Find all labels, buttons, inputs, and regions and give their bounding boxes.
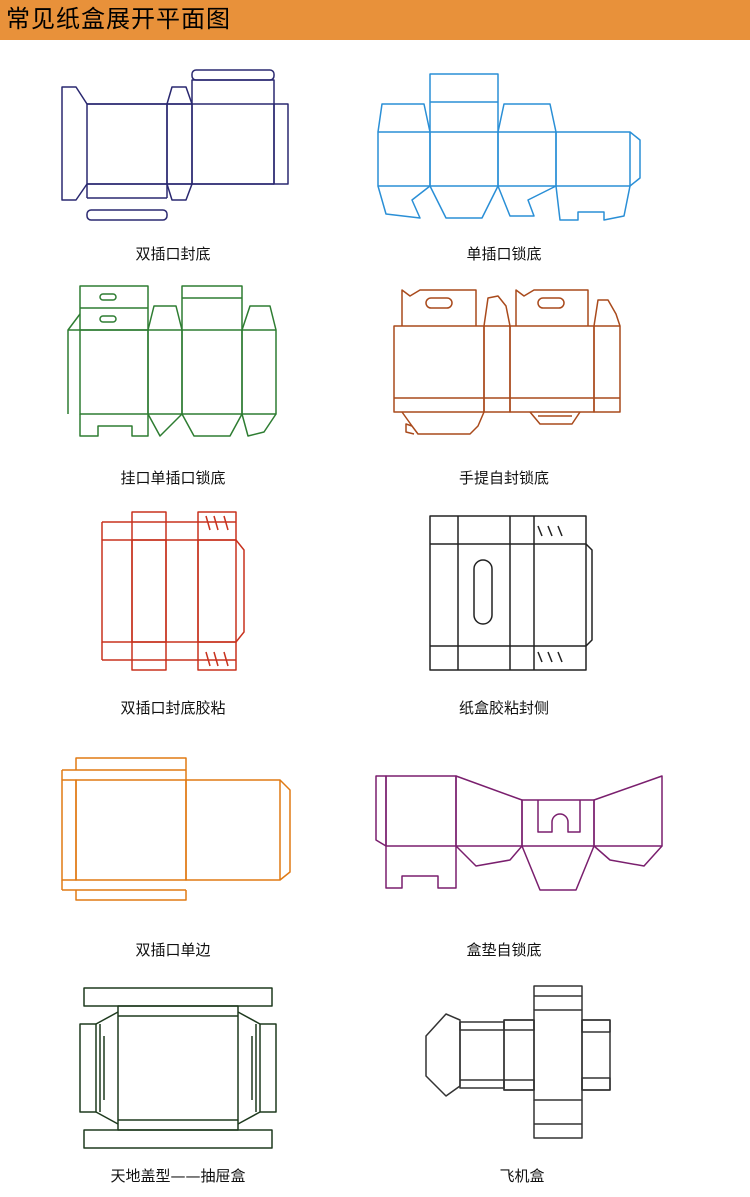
box-label-5: 双插口封底胶粘 — [120, 699, 226, 717]
box-label-1: 双插口封底 — [135, 245, 211, 263]
tuck-top-lock-bottom-dieline — [377, 73, 641, 221]
box-label-9: 天地盖型——抽屉盒 — [110, 1167, 246, 1185]
glued-side-seal-dieline — [429, 515, 593, 671]
double-tuck-single-edge-dieline — [61, 757, 291, 901]
handle-lock-bottom-dieline — [393, 289, 621, 435]
pad-auto-lock-bottom-dieline — [375, 775, 663, 891]
box-label-2: 单插口锁底 — [466, 245, 542, 263]
double-tuck-end-dieline — [61, 69, 289, 221]
box-label-8: 盒垫自锁底 — [466, 941, 542, 959]
double-tuck-glued-dieline — [101, 511, 245, 671]
page-header: 常见纸盒展开平面图 — [0, 0, 750, 40]
lid-base-drawer-box-dieline — [79, 987, 277, 1149]
box-label-3: 挂口单插口锁底 — [120, 469, 226, 487]
box-label-4: 手提自封锁底 — [458, 469, 549, 487]
hanger-tuck-lock-bottom-dieline — [67, 285, 277, 437]
box-label-10: 飞机盒 — [499, 1167, 545, 1185]
box-label-6: 纸盒胶粘封侧 — [458, 699, 549, 717]
box-label-7: 双插口单边 — [135, 941, 211, 959]
page-title: 常见纸盒展开平面图 — [6, 5, 231, 33]
mailer-box-dieline — [425, 985, 611, 1139]
